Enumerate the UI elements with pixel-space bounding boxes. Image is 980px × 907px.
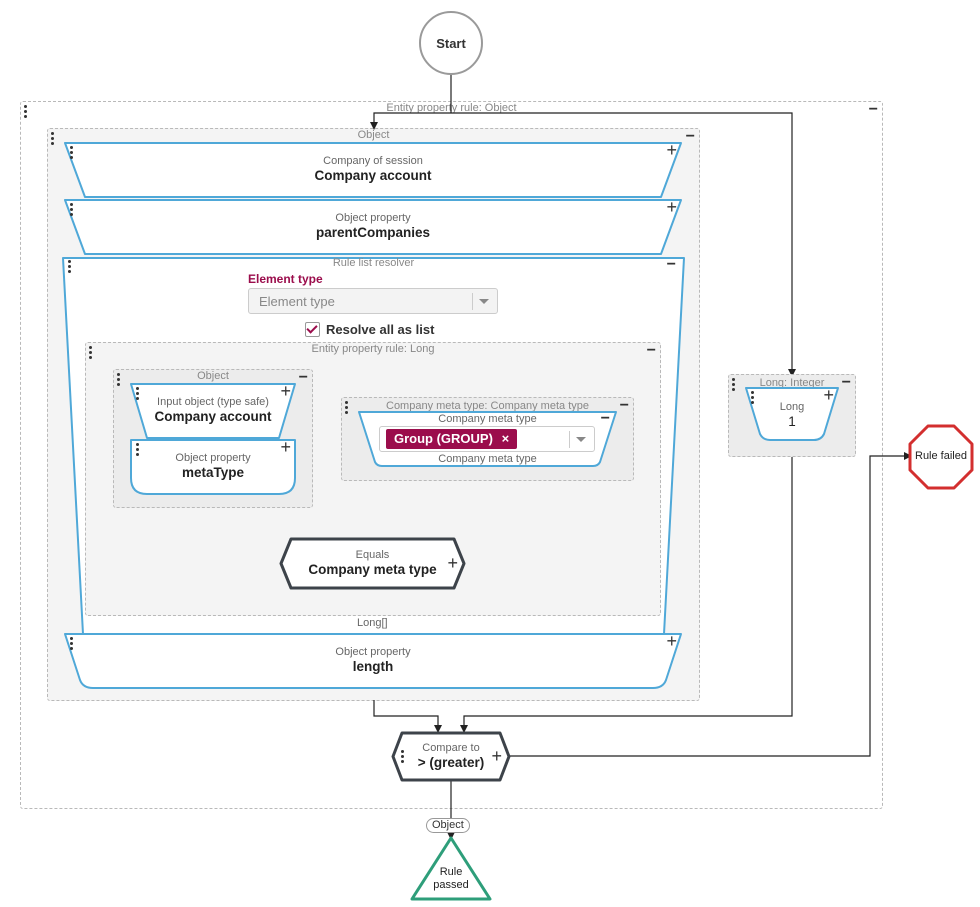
collapse-icon[interactable]: − <box>841 374 851 391</box>
add-icon[interactable]: + <box>447 553 458 573</box>
rule-passed-line2: passed <box>433 879 469 891</box>
object-group-label: Object <box>357 129 390 141</box>
rule-failed-label: Rule failed <box>915 450 967 462</box>
node-type: Long <box>779 401 805 413</box>
inner-rule-label: Entity property rule: Long <box>311 343 435 355</box>
node-type: Object property <box>335 212 411 224</box>
close-icon[interactable]: × <box>501 431 510 446</box>
rule-list-resolver-label: Rule list resolver <box>332 257 415 269</box>
kebab-menu-icon[interactable] <box>136 443 141 458</box>
kebab-menu-icon[interactable] <box>401 750 406 765</box>
chevron-down-icon[interactable] <box>576 437 586 442</box>
node-value: parentCompanies <box>315 225 431 240</box>
rule-failed-node[interactable]: Rule failed <box>908 424 974 490</box>
resolve-all-checkbox-row[interactable]: Resolve all as list <box>305 321 435 338</box>
meta-type-select[interactable]: Group (GROUP) × <box>379 426 595 452</box>
collapse-icon[interactable]: − <box>619 397 629 414</box>
kebab-menu-icon[interactable] <box>136 387 141 402</box>
kebab-menu-icon[interactable] <box>68 260 73 275</box>
node-type: Object property <box>175 452 251 464</box>
add-icon[interactable]: + <box>823 385 834 405</box>
node-type: Equals <box>355 549 390 561</box>
remove-icon[interactable]: − <box>600 410 610 427</box>
start-node[interactable]: Start <box>419 11 483 75</box>
node-type: Compare to <box>422 742 480 754</box>
node-value: > (greater) <box>417 755 485 770</box>
select-divider <box>472 293 473 310</box>
kebab-menu-icon[interactable] <box>24 105 29 120</box>
node-type: Company of session <box>323 155 423 167</box>
collapse-icon[interactable]: − <box>868 101 878 118</box>
kebab-menu-icon[interactable] <box>89 346 94 361</box>
kebab-menu-icon[interactable] <box>70 203 75 218</box>
entity-property-rule-label: Entity property rule: Object <box>386 102 517 114</box>
add-icon[interactable]: + <box>491 746 502 766</box>
rule-passed-node[interactable]: Rule passed <box>410 836 492 901</box>
element-type-select[interactable]: Element type <box>248 288 498 314</box>
group-tag-label: Group (GROUP) <box>394 431 493 446</box>
equals-node[interactable]: + Equals Company meta type <box>279 537 466 590</box>
node-type: Input object (type safe) <box>157 396 269 408</box>
collapse-icon[interactable]: − <box>685 128 695 145</box>
object-edge-label: Object <box>426 818 470 833</box>
collapse-icon[interactable]: − <box>666 256 676 273</box>
kebab-menu-icon[interactable] <box>70 146 75 161</box>
select-divider <box>569 431 570 448</box>
node-value: Company account <box>314 168 432 183</box>
kebab-menu-icon[interactable] <box>732 378 737 393</box>
input-object-node[interactable]: + Input object (type safe) Company accou… <box>129 382 297 440</box>
long-group-label: Long: Integer <box>759 377 825 389</box>
long-constant-node[interactable]: + Long 1 <box>744 386 840 442</box>
company-meta-type-node[interactable]: Company meta type − Group (GROUP) × Comp… <box>357 410 618 468</box>
collapse-icon[interactable]: − <box>298 369 308 386</box>
add-icon[interactable]: + <box>280 437 291 457</box>
node-value: Company account <box>154 409 272 424</box>
add-icon[interactable]: + <box>280 381 291 401</box>
object-property-length-node[interactable]: + Object property length <box>63 632 683 690</box>
long-array-label: Long[] <box>357 617 388 629</box>
kebab-menu-icon[interactable] <box>70 637 75 652</box>
node-type: Object property <box>335 646 411 658</box>
object-property-parent-companies-node[interactable]: + Object property parentCompanies <box>63 198 683 256</box>
rule-passed-line1: Rule <box>439 866 463 878</box>
node-value: length <box>352 659 394 674</box>
object-property-meta-type-node[interactable]: + Object property metaType <box>129 438 297 496</box>
node-value: metaType <box>181 465 245 480</box>
company-of-session-node[interactable]: + Company of session Company account <box>63 141 683 199</box>
resolve-all-checkbox[interactable] <box>305 322 320 338</box>
inner-object-label: Object <box>197 370 229 382</box>
node-value: 1 <box>788 414 796 429</box>
resolve-all-label: Resolve all as list <box>326 322 435 338</box>
element-type-label: Element type <box>248 272 323 286</box>
chevron-down-icon[interactable] <box>479 299 489 304</box>
kebab-menu-icon[interactable] <box>51 132 56 147</box>
meta-top-label: Company meta type <box>438 413 537 425</box>
start-label: Start <box>436 35 466 51</box>
kebab-menu-icon[interactable] <box>345 401 350 416</box>
meta-bottom-label: Company meta type <box>438 453 537 465</box>
element-type-placeholder: Element type <box>259 294 335 309</box>
kebab-menu-icon[interactable] <box>751 391 756 406</box>
meta-group-label: Company meta type: Company meta type <box>386 400 589 412</box>
kebab-menu-icon[interactable] <box>117 373 122 388</box>
group-tag[interactable]: Group (GROUP) × <box>386 429 518 449</box>
compare-to-node[interactable]: + Compare to > (greater) <box>391 731 511 782</box>
collapse-icon[interactable]: − <box>646 342 656 359</box>
node-value: Company meta type <box>308 562 437 577</box>
